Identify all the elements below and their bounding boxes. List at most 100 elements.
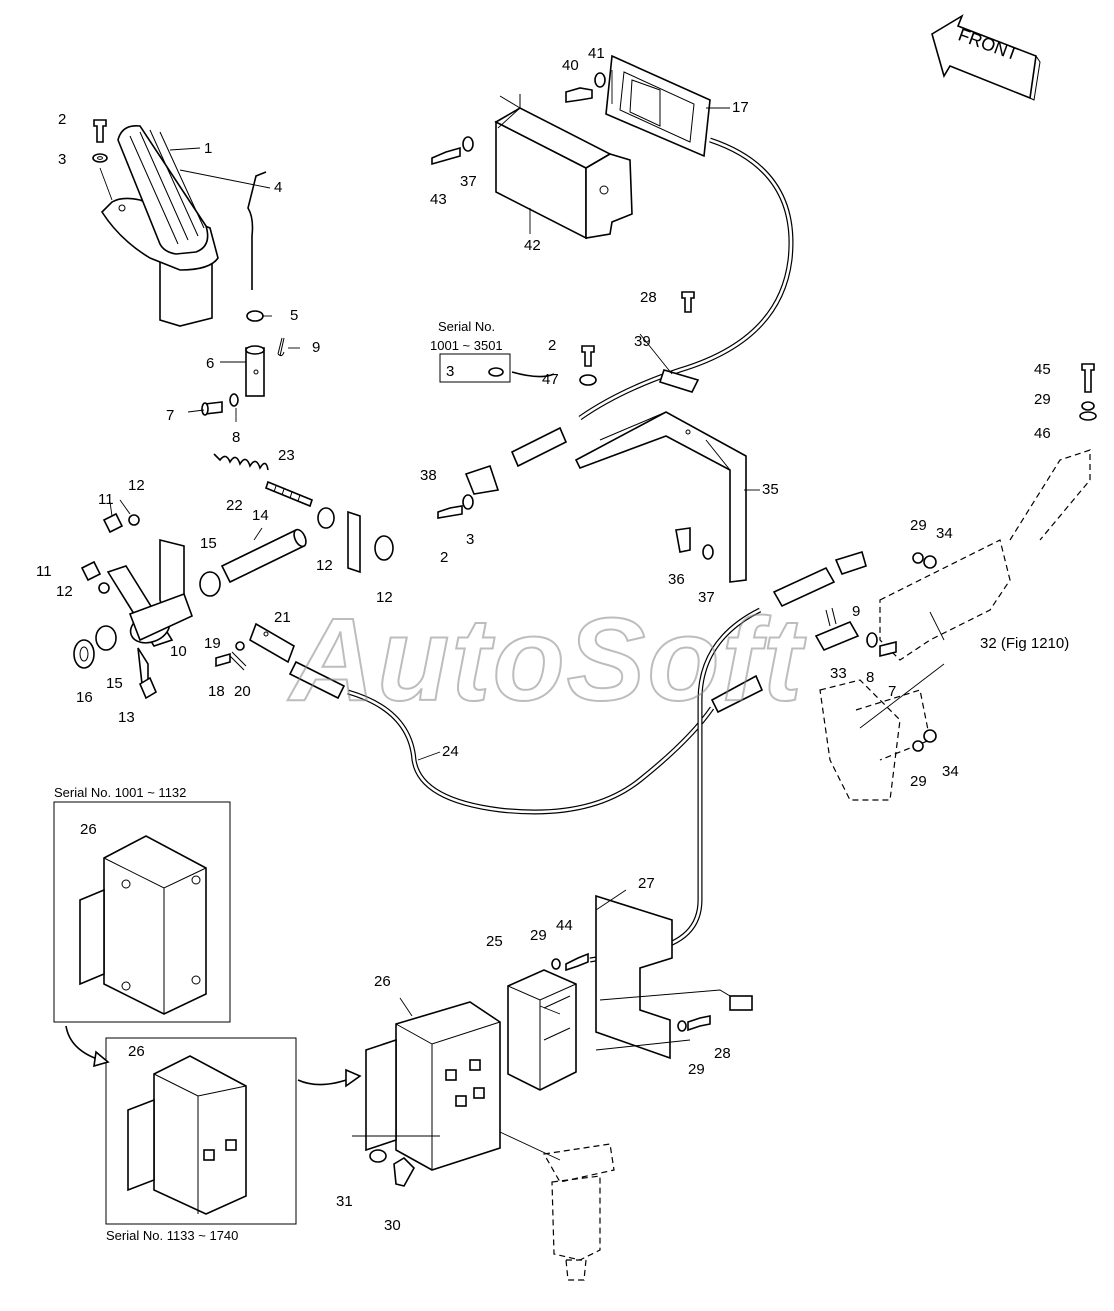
pedal-rod xyxy=(247,171,267,290)
part-label-33: 33 xyxy=(830,665,847,682)
washer-12a xyxy=(128,514,140,526)
bolt-30 xyxy=(393,1156,415,1187)
bolt-11a xyxy=(102,512,124,534)
bolt-28a xyxy=(681,291,695,313)
watermark: AutoSoft xyxy=(287,594,807,726)
part-label-29c: 29 xyxy=(910,773,927,790)
washer-37b xyxy=(702,544,714,560)
part-label-42: 42 xyxy=(524,237,541,254)
clamp-39 xyxy=(658,369,700,393)
serial-inset-range: 1001 ~ 3501 xyxy=(430,338,503,353)
shaft-14 xyxy=(220,528,307,584)
clip-19 xyxy=(235,641,245,651)
part-label-9b: 9 xyxy=(852,603,860,620)
pin-18 xyxy=(215,652,231,668)
washer-29e xyxy=(677,1020,687,1032)
leader-lines xyxy=(99,70,945,1161)
part-label-37b: 37 xyxy=(698,589,715,606)
switch-33 xyxy=(814,620,860,652)
part-label-23: 23 xyxy=(278,447,295,464)
part-label-15b: 15 xyxy=(106,675,123,692)
washer-47 xyxy=(579,374,597,386)
accelerator-pedal xyxy=(100,124,219,327)
lever-10 xyxy=(106,538,194,686)
bolt-36 xyxy=(675,527,691,553)
part-label-5: 5 xyxy=(290,307,298,324)
bracket-35 xyxy=(574,411,747,583)
serial-box-lower xyxy=(105,1037,297,1225)
part-label-19: 19 xyxy=(204,635,221,652)
end-38 xyxy=(464,464,500,495)
spring-22 xyxy=(213,453,269,471)
washer-29d xyxy=(551,958,561,970)
part-label-29b: 29 xyxy=(910,517,927,534)
washer-3a xyxy=(92,153,108,163)
part-label-32: 32 (Fig 1210) xyxy=(980,635,1069,652)
front-arrow: FRONT xyxy=(931,14,1041,101)
pin-9 xyxy=(277,337,285,357)
part-label-24: 24 xyxy=(442,743,459,760)
part-label-4: 4 xyxy=(274,179,282,196)
washer-16 xyxy=(73,639,95,669)
part-label-31: 31 xyxy=(336,1193,353,1210)
clevis-21 xyxy=(249,622,295,664)
part-label-3c: 3 xyxy=(466,531,474,548)
part-label-26a: 26 xyxy=(80,821,97,838)
part-label-9a: 9 xyxy=(312,339,320,356)
controller-26 xyxy=(365,1001,501,1171)
part-label-3a: 3 xyxy=(58,151,66,168)
washer-29c xyxy=(1081,401,1095,411)
part-label-10: 10 xyxy=(170,643,187,660)
relay-25 xyxy=(507,969,577,1091)
bolt-43 xyxy=(431,146,461,166)
bolt-2b xyxy=(581,345,595,367)
part-label-7a: 7 xyxy=(166,407,174,424)
bolt-2a xyxy=(93,119,107,143)
part-label-18: 18 xyxy=(208,683,225,700)
washer-46 xyxy=(1079,411,1097,421)
part-label-26c: 26 xyxy=(128,1043,145,1060)
part-label-17: 17 xyxy=(732,99,749,116)
part-label-30: 30 xyxy=(384,1217,401,1234)
part-label-41: 41 xyxy=(588,45,605,62)
arrow-lower-to-main xyxy=(297,1077,353,1086)
part-label-1: 1 xyxy=(204,140,212,157)
part-label-39: 39 xyxy=(634,333,651,350)
bolt-7b xyxy=(879,640,897,658)
washer-31 xyxy=(369,1149,387,1163)
fitting-13 xyxy=(138,676,158,700)
part-label-40: 40 xyxy=(562,57,579,74)
part-label-11b: 11 xyxy=(36,563,52,580)
part-label-14: 14 xyxy=(252,507,269,524)
washer-37a xyxy=(462,136,474,152)
bracket-plate xyxy=(347,510,361,574)
washer-8 xyxy=(229,393,239,407)
part-label-12d: 12 xyxy=(376,589,393,606)
part-label-6: 6 xyxy=(206,355,214,372)
pin-20 xyxy=(229,651,247,671)
bolt-28b xyxy=(687,1015,711,1032)
part-label-36: 36 xyxy=(668,571,685,588)
part-label-38: 38 xyxy=(420,467,437,484)
part-label-28a: 28 xyxy=(640,289,657,306)
part-label-20: 20 xyxy=(234,683,251,700)
plate-17 xyxy=(605,54,711,158)
nut-12c xyxy=(317,507,335,529)
bolt-45 xyxy=(1081,363,1095,393)
part-label-22: 22 xyxy=(226,497,243,514)
part-label-34b: 34 xyxy=(942,763,959,780)
part-label-8b: 8 xyxy=(866,669,874,686)
washer-3b xyxy=(488,367,504,377)
part-label-12b: 12 xyxy=(56,583,73,600)
part-label-25: 25 xyxy=(486,933,503,950)
part-label-16: 16 xyxy=(76,689,93,706)
linkage-32 xyxy=(819,449,1091,801)
arrow-head-2 xyxy=(345,1068,362,1088)
part-label-8a: 8 xyxy=(232,429,240,446)
connector xyxy=(729,995,753,1011)
part-labels: 1 2 3 4 5 6 9 7 8 23 22 11 12 14 15 11 1… xyxy=(36,45,1069,1234)
part-label-29d: 29 xyxy=(530,927,547,944)
nut-29b xyxy=(912,740,924,752)
nut-12d xyxy=(374,535,394,561)
